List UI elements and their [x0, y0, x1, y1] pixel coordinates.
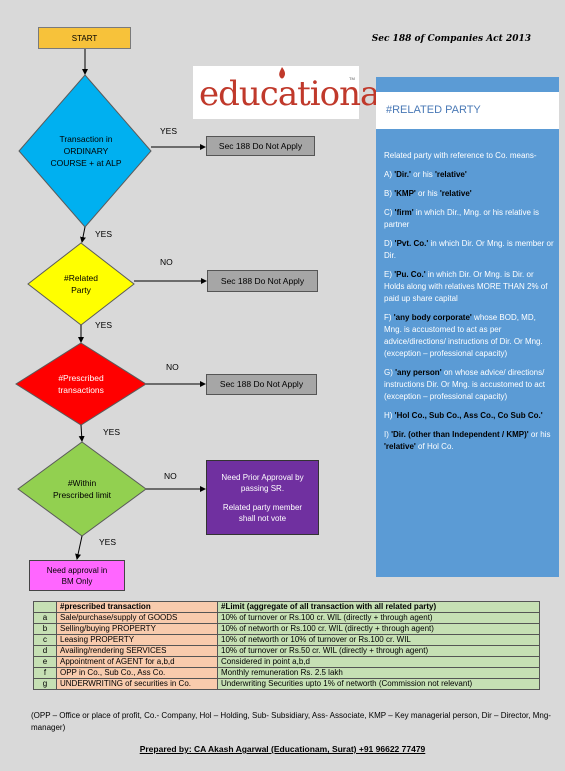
- table-cell-transaction: Sale/purchase/supply of GOODS: [56, 612, 218, 624]
- table-cell-transaction: Selling/buying PROPERTY: [56, 623, 218, 635]
- table-header-row: #prescribed transaction #Limit (aggregat…: [33, 601, 540, 613]
- table-header-limit: #Limit (aggregate of all transaction wit…: [217, 601, 540, 613]
- table-cell-limit: 10% of turnover or Rs.50 cr. WIL (direct…: [217, 645, 540, 657]
- prescribed-transaction-table: #prescribed transaction #Limit (aggregat…: [33, 601, 540, 690]
- arrow-d3-to-d4: [78, 424, 85, 442]
- table-row: d Availing/rendering SERVICES 10% of tur…: [33, 645, 540, 657]
- related-party-header: [376, 92, 559, 129]
- table-cell-letter: a: [33, 612, 57, 624]
- sec188-not-apply-box-3: Sec 188 Do Not Apply: [206, 374, 317, 395]
- related-party-panel: #RELATED PARTY Related party with refere…: [376, 77, 559, 577]
- start-label: START: [71, 33, 98, 43]
- arrow-d4-to-bm: [75, 535, 83, 560]
- table-cell-limit: Underwriting Securities upto 1% of netwo…: [217, 678, 540, 690]
- logo-trademark: TM: [349, 76, 355, 81]
- sec188-not-apply-box-1: Sec 188 Do Not Apply: [206, 136, 315, 156]
- d1-label: Transaction in ORDINARY COURSE + at ALP: [50, 134, 122, 168]
- table-row: g UNDERWRITING of securities in Co. Unde…: [33, 678, 540, 690]
- table-cell-letter: b: [33, 623, 57, 635]
- table-cell-transaction: UNDERWRITING of securities in Co.: [56, 678, 218, 690]
- abbreviations-footnote: (OPP – Office or place of profit, Co.- C…: [31, 711, 551, 732]
- prior-approval-box: Need Prior Approval by passing SR. Relat…: [206, 460, 319, 535]
- need-approval-bm-box: Need approval in BM Only: [29, 560, 125, 591]
- related-party-item: A) 'Dir.' or his 'relative': [384, 170, 467, 179]
- table-cell-limit: 10% of turnover or Rs.100 cr. WIL (direc…: [217, 612, 540, 624]
- table-cell-letter: e: [33, 656, 57, 668]
- table-cell-limit: 10% of networth or Rs.100 cr. WIL (direc…: [217, 623, 540, 635]
- related-party-item: E) 'Pu. Co.' in which Dir. Or Mng. is Di…: [384, 270, 548, 303]
- related-party-item: C) 'firm' in which Dir., Mng. or his rel…: [384, 208, 539, 229]
- related-party-item: F) 'any body corporate' whose BOD, MD, M…: [384, 313, 543, 358]
- table-cell-limit: 10% of networth or 10% of turnover or Rs…: [217, 634, 540, 646]
- d3-label: #Prescribed transactions: [58, 373, 104, 395]
- table-cell-transaction: OPP in Co., Sub Co., Ass Co.: [56, 667, 218, 679]
- sec188-not-apply-box-2: Sec 188 Do Not Apply: [207, 270, 318, 292]
- table-row: b Selling/buying PROPERTY 10% of networt…: [33, 623, 540, 635]
- table-cell-transaction: Leasing PROPERTY: [56, 634, 218, 646]
- arrow-d1-to-d2: [80, 226, 86, 243]
- page-title: Sec 188 of Companies Act 2013: [371, 34, 531, 44]
- d2-label: #Related Party: [63, 273, 99, 295]
- related-party-title: #RELATED PARTY: [386, 104, 481, 116]
- table-cell-transaction: Availing/rendering SERVICES: [56, 645, 218, 657]
- table-cell-letter: d: [33, 645, 57, 657]
- related-party-item: I) 'Dir. (other than Independent / KMP)'…: [384, 430, 551, 451]
- yes-label-d2: YES: [95, 229, 113, 239]
- related-party-item: H) 'Hol Co., Sub Co., Ass Co., Co Sub Co…: [384, 411, 543, 420]
- table-row: c Leasing PROPERTY 10% of networth or 10…: [33, 634, 540, 646]
- table-cell-transaction: Appointment of AGENT for a,b,d: [56, 656, 218, 668]
- table-cell-limit: Considered in point a,b,d: [217, 656, 540, 668]
- yes-label-bm: YES: [99, 537, 117, 547]
- related-party-item: G) 'any person' on whose advice/ directi…: [384, 368, 545, 401]
- table-cell-letter: c: [33, 634, 57, 646]
- prior-approval-text: Need Prior Approval by passing SR.: [221, 472, 304, 493]
- table-header-letter: [33, 601, 57, 613]
- table-row: a Sale/purchase/supply of GOODS 10% of t…: [33, 612, 540, 624]
- no-label-d4: NO: [164, 471, 177, 481]
- table-row: f OPP in Co., Sub Co., Ass Co. Monthly r…: [33, 667, 540, 679]
- yes-label-d3: YES: [95, 320, 113, 330]
- start-box: START: [38, 27, 131, 49]
- related-party-item: D) 'Pvt. Co.' in which Dir. Or Mng. is m…: [384, 239, 554, 260]
- related-party-intro: Related party with reference to Co. mean…: [384, 151, 537, 160]
- flowchart-canvas: [15, 49, 207, 560]
- d4-label: #Within Prescribed limit: [52, 478, 112, 500]
- table-cell-letter: g: [33, 678, 57, 690]
- no-label-d2: NO: [160, 257, 173, 267]
- prepared-by-credit: Prepared by: CA Akash Agarwal (Education…: [139, 744, 426, 754]
- table-row: e Appointment of AGENT for a,b,d Conside…: [33, 656, 540, 668]
- yes-label-d1: YES: [160, 126, 178, 136]
- table-header-transaction: #prescribed transaction: [56, 601, 218, 613]
- yes-label-d4: YES: [103, 427, 121, 437]
- member-not-vote-text: Related party member shall not vote: [222, 502, 303, 523]
- educationam-logo: educationam TM: [193, 66, 412, 119]
- table-cell-limit: Monthly remuneration Rs. 2.5 lakh: [217, 667, 540, 679]
- flame-icon: [279, 67, 286, 79]
- no-label-d3: NO: [166, 362, 179, 372]
- table-cell-letter: f: [33, 667, 57, 679]
- related-party-item: B) 'KMP' or his 'relative': [384, 189, 472, 198]
- related-party-list: Related party with reference to Co. mean…: [384, 150, 554, 460]
